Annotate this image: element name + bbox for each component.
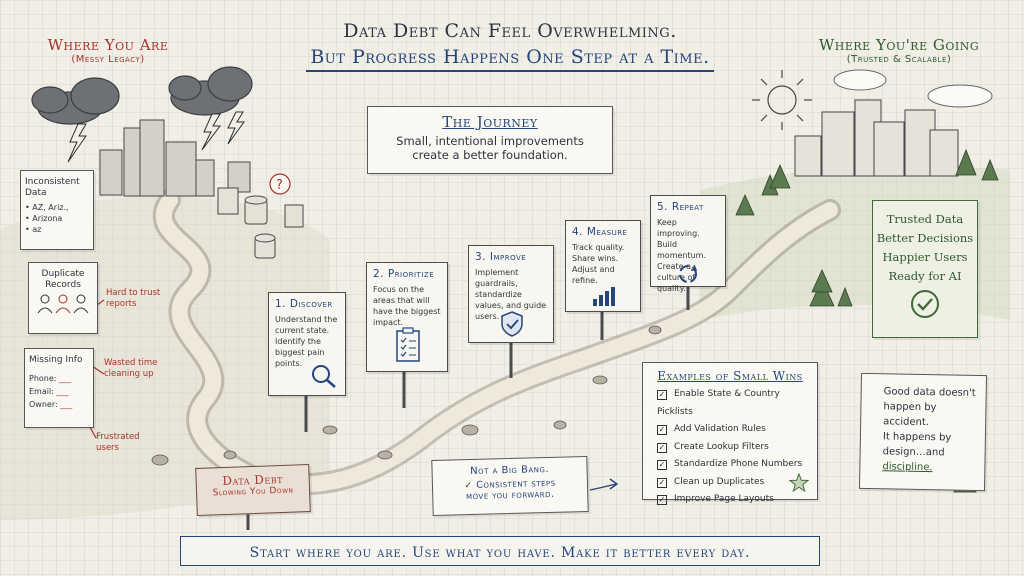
star-icon xyxy=(789,473,809,493)
database-barrels-icon xyxy=(217,187,304,259)
big-bang-line-1: Not a Big Bang. xyxy=(469,463,550,478)
step-text: Implement guardrails, standardize values… xyxy=(475,268,547,321)
check-mark-icon: ✓ xyxy=(464,479,477,492)
page-header: Data Debt Can Feel Overwhelming. But Pro… xyxy=(250,18,770,72)
shield-check-icon xyxy=(501,311,523,337)
magnifier-icon xyxy=(312,365,336,388)
win-item: ✓Enable State & Country Picklists xyxy=(657,389,780,417)
step-text: Focus on the areas that will have the bi… xyxy=(373,285,441,327)
inconsistent-item: • az xyxy=(25,225,42,234)
inconsistent-item: • Arizona xyxy=(25,214,63,223)
win-item: ✓Clean up Duplicates xyxy=(657,476,765,488)
where-youre-going-title: Where You're Going xyxy=(818,36,980,54)
storm-clouds-icon xyxy=(31,66,253,125)
bar-chart-icon xyxy=(593,287,615,306)
outcome-item: Trusted Data xyxy=(886,212,964,226)
checklist-icon xyxy=(396,327,420,362)
small-wins-box: Examples of Small Wins ✓Enable State & C… xyxy=(642,362,818,505)
pain-note-frustrated: Frustrated users xyxy=(96,432,140,453)
outcome-item: Ready for AI xyxy=(888,269,962,283)
duplicate-records-note: Duplicate Records xyxy=(28,262,98,334)
data-debt-sign: Data Debt Slowing You Down xyxy=(195,464,311,516)
question-mark-icon: ? xyxy=(269,173,291,195)
journey-line-1: Small, intentional improvements xyxy=(396,134,584,148)
win-item: ✓Add Validation Rules xyxy=(657,424,766,435)
where-youre-going-heading: Where You're Going (Trusted & Scalable) xyxy=(804,36,994,65)
step-sign-repeat: 5. Repeat Keep improving. Build momentum… xyxy=(650,195,726,293)
quote-line: Good data doesn't xyxy=(883,386,976,399)
pain-note-wasted-time: Wasted time cleaning up xyxy=(104,358,158,379)
footer-banner: Start where you are. Use what you have. … xyxy=(180,536,820,566)
missing-field-phone: Phone: ___ xyxy=(29,374,72,383)
duplicate-records-title: Duplicate Records xyxy=(41,269,85,290)
checkbox-checked-icon: ✓ xyxy=(657,477,667,488)
where-you-are-subtitle: (Messy Legacy) xyxy=(71,54,145,65)
quote-line-emphasis: discipline. xyxy=(882,461,933,474)
small-wins-title: Examples of Small Wins xyxy=(657,369,803,383)
road-surface xyxy=(155,192,838,493)
missing-field-owner: Owner: ___ xyxy=(29,400,73,409)
checkbox-checked-icon: ✓ xyxy=(657,495,667,505)
step-title: 3. Improve xyxy=(475,251,527,263)
small-wins-list: ✓Enable State & Country Picklists ✓Add V… xyxy=(657,386,803,509)
journey-box: The Journey Small, intentional improveme… xyxy=(367,106,613,174)
step-sign-discover: 1. Discover Understand the current state… xyxy=(268,292,346,396)
checkbox-checked-icon: ✓ xyxy=(657,425,667,435)
journey-title: The Journey xyxy=(442,113,538,131)
legacy-city-icon xyxy=(99,119,251,197)
win-item: ✓Create Lookup Filters xyxy=(657,441,769,453)
header-line-1: Data Debt Can Feel Overwhelming. xyxy=(343,20,677,42)
quote-line: It happens by xyxy=(882,431,952,444)
win-item: ✓Standardize Phone Numbers xyxy=(657,459,803,470)
inconsistent-data-note: Inconsistent Data • AZ, Ariz., • Arizona… xyxy=(20,170,94,250)
checkbox-checked-icon: ✓ xyxy=(657,442,667,453)
sun-icon xyxy=(752,70,812,130)
missing-info-title: Missing Info xyxy=(29,355,83,365)
arrowhead xyxy=(609,478,619,490)
light-clouds-icon xyxy=(833,69,993,108)
where-youre-going-subtitle: (Trusted & Scalable) xyxy=(846,54,952,65)
step-title: 2. Prioritize xyxy=(373,268,435,280)
arrow-right-icon xyxy=(589,483,617,491)
inconsistent-data-title: Inconsistent Data xyxy=(25,177,80,198)
step-title: 5. Repeat xyxy=(657,201,704,213)
step-text: Track quality. Share wins. Adjust and re… xyxy=(572,243,625,285)
inconsistent-item: • AZ, Ariz., xyxy=(25,203,69,212)
step-title: 4. Measure xyxy=(572,226,628,238)
step-title: 1. Discover xyxy=(275,298,333,310)
step-sign-measure: 4. Measure Track quality. Share wins. Ad… xyxy=(565,220,641,312)
journey-line-2: create a better foundation. xyxy=(412,148,568,162)
win-item: ✓Improve Page Layouts xyxy=(657,494,774,505)
checkbox-checked-icon: ✓ xyxy=(657,390,667,400)
outcomes-box: Trusted Data Better Decisions Happier Us… xyxy=(872,200,978,338)
checkbox-checked-icon: ✓ xyxy=(657,460,667,470)
svg-text:?: ? xyxy=(276,178,283,193)
where-you-are-title: Where You Are xyxy=(47,36,169,54)
cycle-arrows-icon xyxy=(679,264,698,283)
outcome-item: Happier Users xyxy=(882,250,968,264)
header-line-2: But Progress Happens One Step at a Time. xyxy=(306,44,714,72)
quote-line: design…and xyxy=(882,446,945,459)
quote-note: Good data doesn't happen by accident. It… xyxy=(858,372,988,492)
step-sign-prioritize: 2. Prioritize Focus on the areas that wi… xyxy=(366,262,448,372)
rocks-and-shrubs xyxy=(151,325,662,466)
pain-note-hard-to-trust: Hard to trust reports xyxy=(106,288,161,309)
not-a-big-bang-note: Not a Big Bang. ✓ Consistent steps move … xyxy=(431,455,589,517)
footer-text: Start where you are. Use what you have. … xyxy=(249,545,751,561)
lightning-bolts-icon xyxy=(67,111,245,163)
step-text: Understand the current state. Identify t… xyxy=(275,315,338,368)
check-circle-icon xyxy=(911,290,939,318)
quote-line: happen by accident. xyxy=(883,401,937,429)
step-text: Keep improving. Build momentum. Create a… xyxy=(657,218,707,293)
missing-info-note: Missing Info Phone: ___ Email: ___ Owner… xyxy=(24,348,94,428)
step-sign-improve: 3. Improve Implement guardrails, standar… xyxy=(468,245,554,343)
duplicate-people-icon xyxy=(37,294,89,314)
modern-city-icon xyxy=(794,99,959,177)
missing-field-email: Email: ___ xyxy=(29,387,69,396)
where-you-are-heading: Where You Are (Messy Legacy) xyxy=(38,36,178,65)
outcome-item: Better Decisions xyxy=(876,231,974,245)
